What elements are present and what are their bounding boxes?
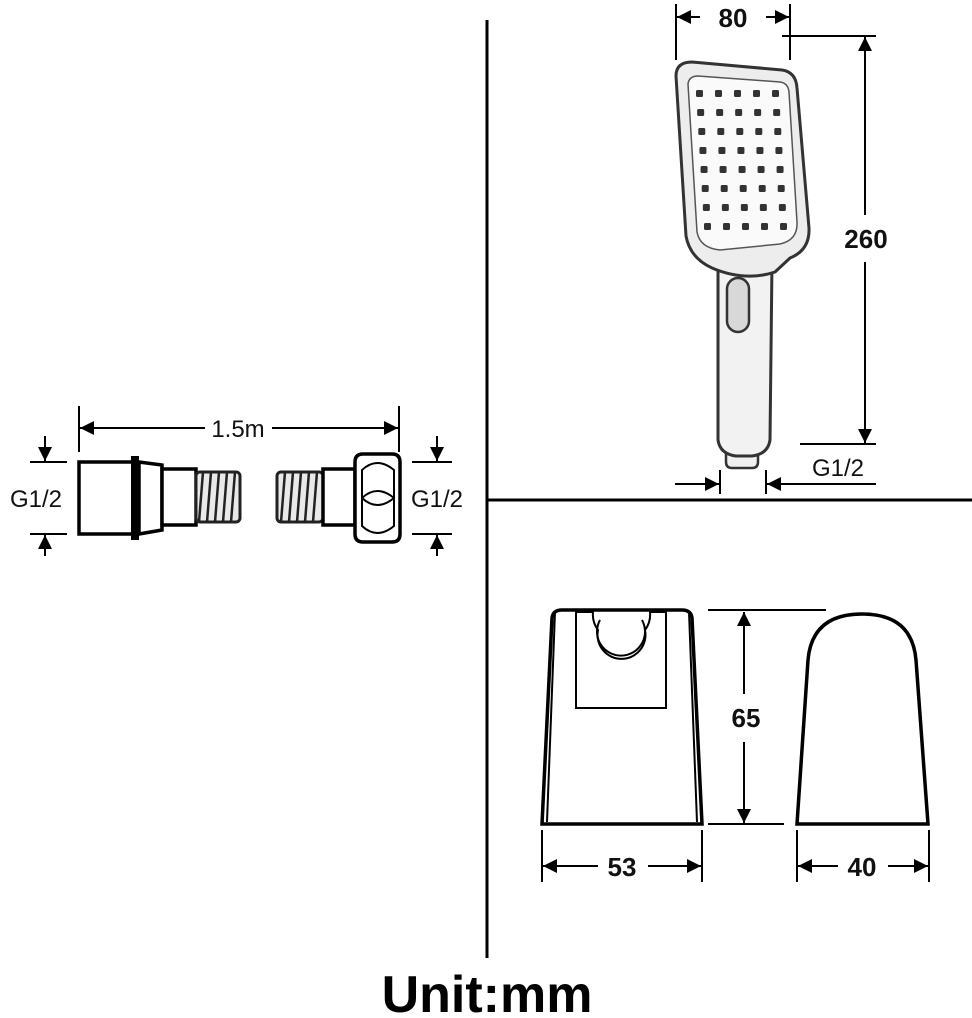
nozzle <box>716 109 724 116</box>
nozzle <box>734 90 741 97</box>
nozzle <box>717 128 725 135</box>
nozzle <box>759 204 767 211</box>
nozzle <box>721 204 729 211</box>
hose-left-thread-label: G1/2 <box>10 486 62 513</box>
nozzle <box>753 90 760 97</box>
nozzle <box>755 128 763 135</box>
nozzle <box>742 223 749 230</box>
holder-drawing: 65 53 40 <box>540 608 930 882</box>
holder-height-label: 65 <box>732 703 761 733</box>
shower-head-height-label: 260 <box>844 224 887 254</box>
holder-width-label: 53 <box>608 852 637 882</box>
shower-head-width-label: 80 <box>719 3 748 33</box>
nozzle <box>780 223 787 230</box>
nozzle <box>757 166 765 173</box>
unit-label: Unit:mm <box>382 966 593 1018</box>
nozzle <box>699 147 707 154</box>
nozzle <box>761 223 768 230</box>
nozzle <box>700 166 708 173</box>
nozzle <box>737 147 745 154</box>
nozzle <box>739 185 747 192</box>
nozzle <box>775 147 783 154</box>
nozzle <box>778 204 786 211</box>
hose-length-label: 1.5m <box>211 416 264 443</box>
shower-head-body <box>674 60 811 470</box>
nozzle-grid <box>696 90 787 230</box>
nozzle <box>772 90 779 97</box>
nozzle <box>777 185 785 192</box>
hose-drawing: 1.5m <box>10 406 463 556</box>
nozzle <box>698 128 706 135</box>
divider-lines <box>485 20 972 958</box>
nozzle <box>718 147 726 154</box>
nozzle <box>702 204 710 211</box>
nozzle <box>720 185 728 192</box>
hose-left-fitting <box>77 456 242 540</box>
nozzle <box>774 128 782 135</box>
nozzle <box>756 147 764 154</box>
nozzle <box>736 128 744 135</box>
shower-head-thread-label: G1/2 <box>812 455 864 482</box>
nozzle <box>758 185 766 192</box>
holder-front-view <box>540 608 704 826</box>
nozzle <box>719 166 727 173</box>
nozzle <box>701 185 709 192</box>
hose-right-thread-label: G1/2 <box>411 486 463 513</box>
shower-head-drawing: 80 260 G1/2 <box>674 3 888 494</box>
nozzle <box>696 90 703 97</box>
nozzle <box>776 166 784 173</box>
nozzle <box>773 109 781 116</box>
hose-right-fitting <box>275 452 402 544</box>
nozzle <box>754 109 762 116</box>
nozzle <box>723 223 730 230</box>
nozzle <box>715 90 722 97</box>
nozzle <box>697 109 705 116</box>
nozzle <box>735 109 743 116</box>
nozzle <box>704 223 711 230</box>
holder-side-view <box>795 612 930 826</box>
nozzle <box>740 204 748 211</box>
holder-depth-label: 40 <box>848 852 877 882</box>
nozzle <box>738 166 746 173</box>
